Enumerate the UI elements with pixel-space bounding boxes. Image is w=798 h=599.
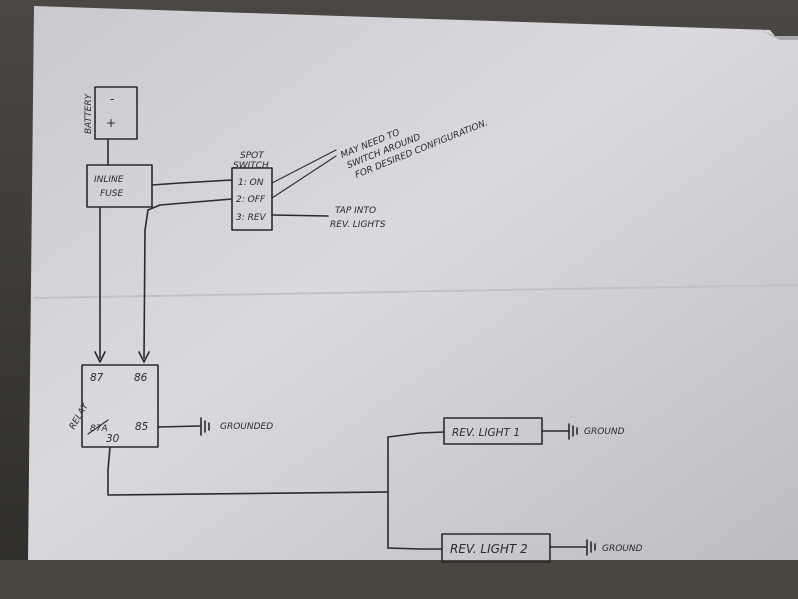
battery: - + BATTERY <box>84 86 138 140</box>
battery-minus: - <box>110 92 114 106</box>
rev-light-2-label: REV. LIGHT 2 <box>450 542 528 556</box>
note-arrow-2 <box>271 155 337 199</box>
fuse-box <box>86 164 153 208</box>
relay-pin-30: 30 <box>106 433 120 445</box>
paper-shadow-edge <box>760 30 798 40</box>
wire-to-light2 <box>387 547 443 550</box>
bottom-surface <box>0 560 798 599</box>
relay-pin-85: 85 <box>135 421 149 433</box>
switch-title-2: SWITCH <box>233 161 269 171</box>
battery-plus: + <box>106 116 116 130</box>
arrow-86 <box>138 351 150 363</box>
rev-light-1-ground: GROUND <box>584 427 625 437</box>
note-arrow-1 <box>271 149 337 184</box>
relay-pin-86: 86 <box>134 372 148 384</box>
rev-tap-2: REV. LIGHTS <box>330 220 386 230</box>
rev-light-2-ground-symbol <box>586 539 596 556</box>
paper-sheet <box>28 6 798 560</box>
rev-light-2-ground: GROUND <box>602 544 643 554</box>
rev-light-2: REV. LIGHT 2 GROUND <box>441 533 643 563</box>
rev-light-1-label: REV. LIGHT 1 <box>452 427 520 439</box>
wire-relay30-junction <box>107 446 389 496</box>
rev-tap-1: TAP INTO <box>335 206 376 216</box>
relay-pin-87: 87 <box>90 372 104 384</box>
paper-fold <box>33 284 798 299</box>
wire-to-light1 <box>387 431 445 438</box>
arrow-87 <box>94 351 106 363</box>
rev-light-1-ground-symbol <box>568 423 578 440</box>
switch-box <box>231 167 273 231</box>
relay-box <box>81 364 159 448</box>
switch-pin-3: 3: REV <box>236 213 267 223</box>
relay-ground-label: GROUNDED <box>220 422 273 432</box>
spot-switch: SPOT SWITCH 1: ON 2: OFF 3: REV <box>231 151 273 231</box>
switch-pin-2: 2: OFF <box>236 195 266 205</box>
relay-87a-strike <box>87 419 109 435</box>
switch-pin-1: 1: ON <box>238 178 264 188</box>
rev-light-2-box <box>441 533 551 563</box>
wire-fuse-switch <box>151 179 233 186</box>
fuse-label-1: INLINE <box>94 175 124 185</box>
relay-ground-symbol <box>200 417 210 436</box>
wire-relay-ground <box>157 425 201 428</box>
switch-title-1: SPOT <box>240 151 265 161</box>
relay-pin-87a: 87A <box>90 424 108 434</box>
fuse-label-2: FUSE <box>100 189 123 199</box>
battery-box <box>94 86 138 140</box>
wire-switch-relay86 <box>143 198 233 359</box>
battery-label: BATTERY <box>84 92 94 134</box>
wire-rev-tap <box>271 214 329 217</box>
inline-fuse: INLINE FUSE <box>86 164 153 208</box>
rev-light-1: REV. LIGHT 1 GROUND <box>443 417 625 445</box>
